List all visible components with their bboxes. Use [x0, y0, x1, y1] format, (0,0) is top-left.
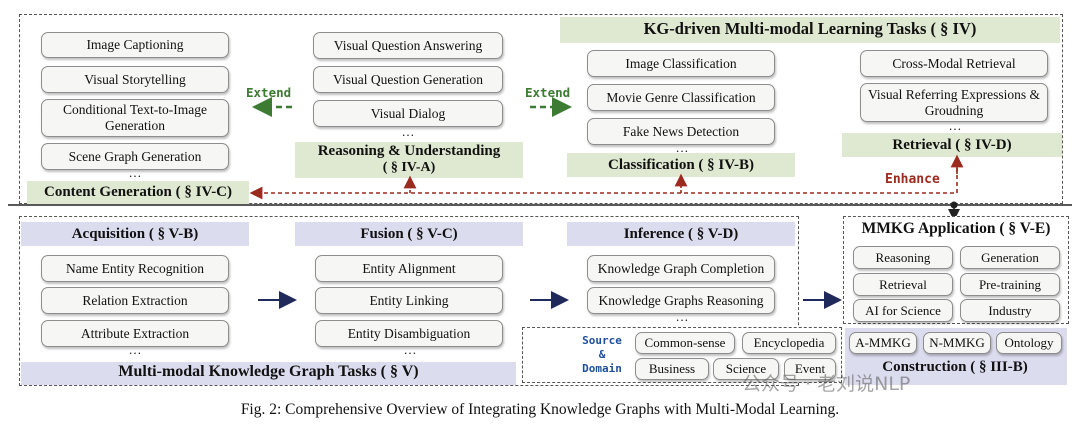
source-event: Event [784, 358, 836, 380]
figure-caption: Fig. 2: Comprehensive Overview of Integr… [240, 401, 840, 418]
acquisition-title: Acquisition ( § V-B) [21, 222, 249, 246]
task-image-classification: Image Classification [587, 50, 775, 77]
content-generation-label: Content Generation ( § IV-C) [27, 181, 249, 204]
task-attribute-extraction: Attribute Extraction [41, 320, 229, 347]
mmkg-tasks-section [19, 216, 799, 386]
task-relation-extraction: Relation Extraction [41, 287, 229, 314]
task-fake-news-detection: Fake News Detection [587, 118, 775, 145]
classification-label: Classification ( § IV-B) [567, 153, 795, 177]
reasoning-label-bg [295, 142, 523, 178]
fusion-ellipsis: … [403, 342, 417, 357]
mmkg-tasks-label-bg [21, 362, 516, 385]
app-industry: Industry [960, 299, 1060, 322]
extend-left-label: Extend [246, 85, 292, 100]
mmkg-tasks-label: Multi-modal Knowledge Graph Tasks ( § V) [118, 363, 419, 380]
inference-ellipsis: … [675, 309, 689, 324]
source-common-sense: Common-sense [635, 332, 735, 354]
task-name-entity-recognition: Name Entity Recognition [41, 255, 229, 282]
task-movie-genre-classification: Movie Genre Classification [587, 84, 775, 111]
construction-ontology: Ontology [996, 332, 1062, 354]
app-retrieval: Retrieval [853, 273, 953, 296]
task-knowledge-graph-completion: Knowledge Graph Completion [587, 255, 775, 282]
app-reasoning: Reasoning [853, 246, 953, 269]
retrieval-label: Retrieval ( § IV-D) [842, 133, 1062, 157]
construction-label: Construction ( § III-B) [882, 359, 1028, 375]
source-and-label: & [598, 348, 606, 361]
task-image-captioning: Image Captioning [41, 32, 229, 58]
mmkg-application-title: MMKG Application ( § V-E) [861, 220, 1051, 237]
extend-right-label: Extend [525, 85, 571, 100]
kg-driven-section [19, 14, 1063, 204]
task-entity-alignment: Entity Alignment [315, 255, 503, 282]
source-label: Source [582, 334, 622, 347]
retrieval-ellipsis: … [948, 118, 962, 133]
app-ai-for-science: AI for Science [853, 299, 953, 322]
task-knowledge-graphs-reasoning: Knowledge Graphs Reasoning [587, 287, 775, 314]
task-visual-referring-expressions: Visual Referring Expressions & Groudning [860, 83, 1048, 122]
enhance-label: Enhance [885, 172, 940, 187]
reasoning-label-line2: ( § IV-A) [382, 160, 436, 175]
fusion-title: Fusion ( § V-C) [295, 222, 523, 246]
task-visual-dialog: Visual Dialog [313, 100, 503, 127]
app-pre-training: Pre-training [960, 273, 1060, 296]
kg-driven-header [560, 17, 1060, 43]
domain-label: Domain [582, 362, 622, 375]
task-conditional-text-to-image: Conditional Text-to-Image Generation [41, 99, 229, 137]
source-science: Science [713, 358, 779, 380]
source-encyclopedia: Encyclopedia [742, 332, 836, 354]
reasoning-label-line1: Reasoning & Understanding [317, 143, 501, 159]
task-cross-modal-retrieval: Cross-Modal Retrieval [860, 50, 1048, 77]
acquisition-ellipsis: … [128, 342, 142, 357]
content-generation-ellipsis: … [128, 165, 142, 180]
reasoning-ellipsis: … [401, 124, 415, 139]
task-entity-disambiguation: Entity Disambiguation [315, 320, 503, 347]
task-scene-graph-generation: Scene Graph Generation [41, 143, 229, 170]
construction-n-mmkg: N-MMKG [923, 332, 991, 354]
inference-title: Inference ( § V-D) [567, 222, 795, 246]
source-business: Business [635, 358, 709, 380]
enhance-line [249, 168, 958, 200]
construction-a-mmkg: A-MMKG [849, 332, 917, 354]
task-entity-linking: Entity Linking [315, 287, 503, 314]
app-generation: Generation [960, 246, 1060, 269]
kg-driven-title: KG-driven Multi-modal Learning Tasks ( §… [643, 19, 977, 38]
task-visual-storytelling: Visual Storytelling [41, 66, 229, 93]
task-visual-question-answering: Visual Question Answering [313, 32, 503, 59]
classification-ellipsis: … [675, 140, 689, 155]
task-visual-question-generation: Visual Question Generation [313, 66, 503, 93]
watermark: 公众号 · 老刘说NLP [742, 373, 911, 395]
